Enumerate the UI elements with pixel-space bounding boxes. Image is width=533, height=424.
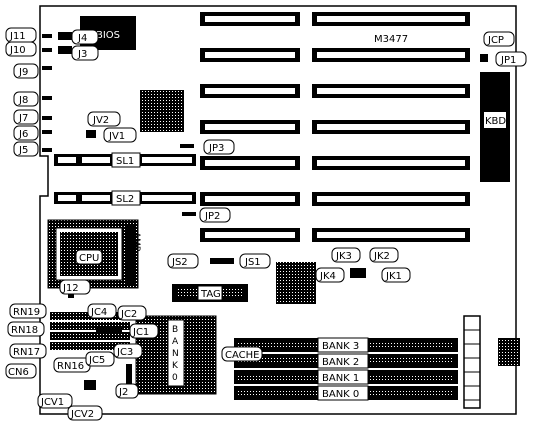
svg-text:J12: J12 bbox=[62, 283, 79, 294]
svg-text:JC1: JC1 bbox=[132, 327, 149, 338]
svg-text:J7: J7 bbox=[18, 113, 28, 124]
svg-text:KBD: KBD bbox=[485, 116, 506, 127]
svg-text:JP3: JP3 bbox=[208, 143, 224, 154]
svg-text:JC2: JC2 bbox=[120, 309, 137, 320]
svg-text:J9: J9 bbox=[18, 67, 28, 78]
bank-0-label: BANK 0 bbox=[322, 389, 359, 400]
keyboard-connector: KBD bbox=[480, 72, 510, 182]
cpu-socket: CPU AMP bbox=[47, 219, 141, 289]
simm-banks: BANK 3 BANK 2 BANK 1 BANK 0 bbox=[234, 337, 458, 401]
board-outline bbox=[39, 5, 517, 415]
left-connector-headers bbox=[42, 32, 488, 384]
svg-text:A: A bbox=[172, 337, 179, 347]
chipset-chip-2 bbox=[276, 262, 316, 304]
svg-text:RN17: RN17 bbox=[13, 347, 40, 358]
svg-text:J5: J5 bbox=[18, 145, 28, 156]
isa-slots-left bbox=[200, 12, 300, 242]
svg-text:BIOS: BIOS bbox=[96, 30, 120, 41]
svg-text:JK1: JK1 bbox=[385, 271, 402, 282]
svg-text:J2: J2 bbox=[118, 387, 128, 398]
svg-text:JC3: JC3 bbox=[116, 347, 133, 358]
svg-text:J10: J10 bbox=[9, 45, 26, 56]
jumper-labels: J11 J10 J9 J8 J7 J6 J5 J4 J3 JV2 JV1 JCP… bbox=[5, 27, 527, 421]
svg-text:JV1: JV1 bbox=[108, 131, 125, 142]
svg-text:JK4: JK4 bbox=[319, 271, 336, 282]
svg-text:J11: J11 bbox=[9, 31, 26, 42]
bank-2-label: BANK 2 bbox=[322, 357, 359, 368]
tag-sram-chip: TAG bbox=[172, 284, 248, 302]
isa-slots-right bbox=[312, 12, 470, 242]
svg-text:CACHE: CACHE bbox=[225, 350, 259, 361]
svg-text:TAG: TAG bbox=[200, 289, 221, 300]
svg-text:K: K bbox=[172, 361, 179, 371]
cache-label: CACHE bbox=[221, 346, 263, 362]
svg-text:JK2: JK2 bbox=[373, 251, 390, 262]
svg-text:RN18: RN18 bbox=[11, 325, 38, 336]
svg-text:JCP: JCP bbox=[487, 35, 504, 46]
svg-text:JK3: JK3 bbox=[335, 251, 352, 262]
svg-text:J4: J4 bbox=[77, 33, 87, 44]
svg-text:JV2: JV2 bbox=[92, 115, 109, 126]
power-connector bbox=[463, 315, 520, 409]
svg-text:J6: J6 bbox=[18, 129, 28, 140]
svg-text:RN19: RN19 bbox=[13, 307, 40, 318]
model-label: M3477 bbox=[374, 34, 408, 45]
slot-sl1: SL1 bbox=[54, 152, 196, 168]
slot-sl2: SL2 bbox=[54, 190, 196, 206]
svg-text:JC4: JC4 bbox=[90, 307, 107, 318]
svg-text:N: N bbox=[172, 349, 179, 359]
svg-text:JCV2: JCV2 bbox=[70, 409, 94, 420]
svg-text:JC5: JC5 bbox=[88, 355, 105, 366]
svg-text:JP1: JP1 bbox=[500, 55, 516, 66]
svg-text:JP2: JP2 bbox=[204, 211, 220, 222]
chipset-chip-1 bbox=[140, 90, 184, 132]
svg-text:JCV1: JCV1 bbox=[40, 397, 64, 408]
svg-text:B: B bbox=[172, 325, 178, 335]
svg-text:RN16: RN16 bbox=[57, 361, 84, 372]
svg-text:AMP: AMP bbox=[131, 232, 141, 252]
bank-1-label: BANK 1 bbox=[322, 373, 359, 384]
svg-text:CPU: CPU bbox=[79, 253, 99, 264]
bank-3-label: BANK 3 bbox=[322, 341, 359, 352]
svg-text:CN6: CN6 bbox=[8, 367, 29, 378]
svg-text:J3: J3 bbox=[77, 49, 87, 60]
svg-text:JS2: JS2 bbox=[171, 257, 188, 268]
svg-text:SL2: SL2 bbox=[116, 194, 134, 205]
svg-text:JS1: JS1 bbox=[244, 257, 261, 268]
svg-text:SL1: SL1 bbox=[116, 156, 134, 167]
svg-text:J8: J8 bbox=[18, 95, 28, 106]
svg-text:0: 0 bbox=[172, 373, 178, 383]
